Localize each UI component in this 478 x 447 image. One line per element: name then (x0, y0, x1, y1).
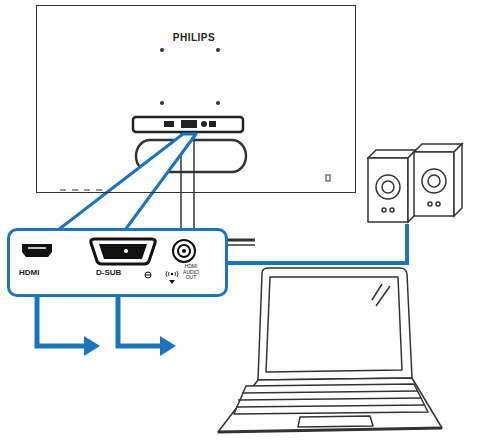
signal-arrows (37, 297, 162, 346)
port-label: HDMI (19, 269, 39, 278)
screw-holes (160, 48, 220, 105)
audio-cable (226, 224, 407, 263)
laptop (218, 268, 442, 432)
callout-panel: HDMI D-SUB HDMI AUDIO OUT (7, 228, 228, 297)
speakers (368, 144, 462, 222)
monitor-back: PHILIPS (36, 5, 356, 193)
port-label: D-SUB (96, 269, 121, 278)
callout-wedge (58, 134, 196, 230)
arrow-heads (84, 336, 176, 356)
port-label: HDMI AUDIO OUT (178, 264, 204, 281)
brand-label: PHILIPS (173, 32, 215, 43)
bottom-marks (60, 175, 330, 190)
port-plate (133, 117, 243, 132)
port-icons (10, 231, 225, 294)
